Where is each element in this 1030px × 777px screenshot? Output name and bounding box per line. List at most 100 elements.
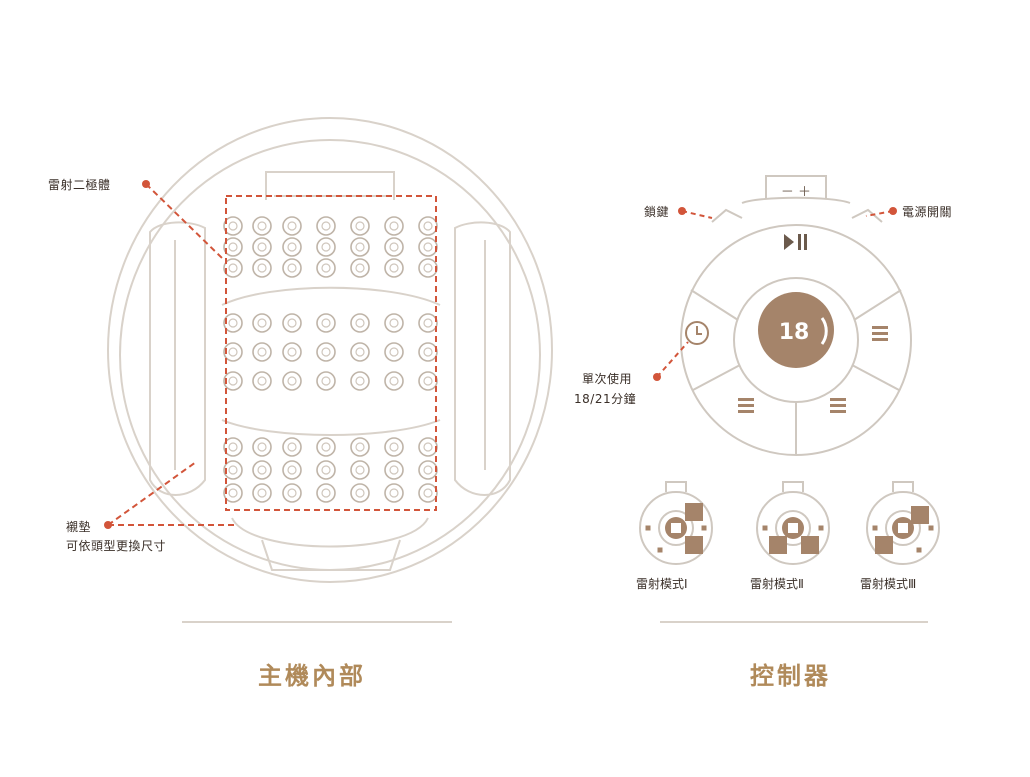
laser-diode-core — [321, 221, 331, 231]
laser-diode — [252, 483, 272, 503]
laser-diode — [316, 342, 336, 362]
mini-segment-dot — [928, 525, 934, 531]
laser-diode-core — [389, 376, 399, 386]
laser-diode — [384, 313, 404, 333]
laser-diode — [350, 483, 370, 503]
mini-active-segment — [875, 536, 893, 554]
laser-diode-core — [389, 442, 399, 452]
laser-diode-core — [423, 347, 433, 357]
mini-active-segment — [801, 536, 819, 554]
laser-diode — [384, 371, 404, 391]
play-pause-icon[interactable] — [784, 234, 807, 250]
mini-top-tab — [665, 481, 687, 492]
laser-diode — [418, 483, 438, 503]
mode-bars-icon[interactable] — [830, 398, 846, 413]
laser-diode-core — [423, 221, 433, 231]
mode-bars-icon[interactable] — [872, 326, 888, 341]
laser-diode — [223, 313, 243, 333]
laser-diode — [384, 483, 404, 503]
laser-diode — [418, 237, 438, 257]
laser-diode-core — [257, 465, 267, 475]
laser-diode-core — [228, 263, 238, 273]
callout-power: 電源開關 — [902, 205, 953, 219]
laser-diode — [282, 437, 302, 457]
laser-diode-core — [389, 488, 399, 498]
laser-diode — [252, 342, 272, 362]
laser-diode-core — [321, 376, 331, 386]
laser-diode — [252, 437, 272, 457]
mode-label-3: 雷射模式Ⅲ — [860, 577, 917, 591]
laser-diode — [282, 483, 302, 503]
laser-diode — [223, 237, 243, 257]
laser-diode — [282, 342, 302, 362]
mini-outer-ring — [639, 491, 713, 565]
laser-diode-core — [321, 263, 331, 273]
mini-segment-dot — [689, 547, 695, 553]
laser-diode-core — [257, 318, 267, 328]
mini-inner-ring — [885, 510, 921, 546]
callout-lines-right — [656, 210, 894, 378]
laser-diode — [282, 371, 302, 391]
callout-lock: 鎖鍵 — [644, 205, 670, 219]
laser-diode-core — [423, 465, 433, 475]
laser-diode-core — [321, 488, 331, 498]
callout-session-line1: 單次使用 — [582, 372, 633, 386]
laser-diode-core — [287, 488, 297, 498]
mini-segment-dot — [916, 547, 922, 553]
mini-segment-dot — [645, 525, 651, 531]
mini-segment-dot — [657, 547, 663, 553]
callout-laser-diode: 雷射二極體 — [48, 178, 111, 192]
laser-diode — [316, 460, 336, 480]
mini-segment-dot — [872, 525, 878, 531]
laser-diode-core — [423, 263, 433, 273]
laser-diode — [316, 216, 336, 236]
laser-diode-core — [389, 221, 399, 231]
laser-diode — [316, 313, 336, 333]
mini-top-tab — [892, 481, 914, 492]
laser-diode-core — [355, 376, 365, 386]
laser-diode — [282, 258, 302, 278]
laser-diode — [252, 371, 272, 391]
laser-diode-core — [228, 442, 238, 452]
laser-diode-core — [423, 242, 433, 252]
callout-pad-line1: 襯墊 — [66, 520, 92, 534]
laser-diode — [350, 258, 370, 278]
laser-diode-core — [287, 376, 297, 386]
caption-controller: 控制器 — [750, 662, 831, 690]
laser-diode-core — [321, 442, 331, 452]
laser-diode — [282, 216, 302, 236]
laser-diode — [350, 237, 370, 257]
laser-diode-core — [423, 376, 433, 386]
mini-controller-mode-1 — [639, 481, 713, 565]
mode-label-2: 雷射模式Ⅱ — [750, 577, 804, 591]
laser-diode-core — [389, 465, 399, 475]
mini-active-segment — [685, 503, 703, 521]
center-display-button[interactable] — [758, 292, 834, 368]
laser-diode — [384, 460, 404, 480]
laser-diode — [418, 460, 438, 480]
laser-diode-core — [355, 488, 365, 498]
laser-diode-core — [287, 465, 297, 475]
mini-segment-dot — [774, 547, 780, 553]
laser-diode — [384, 216, 404, 236]
mini-center-mark — [788, 523, 798, 533]
laser-diode-core — [423, 488, 433, 498]
laser-diode-core — [389, 263, 399, 273]
laser-diode-core — [228, 465, 238, 475]
laser-diode-core — [228, 488, 238, 498]
callout-session-line2: 18/21分鐘 — [574, 392, 637, 406]
mini-controller-mode-3 — [866, 481, 940, 565]
mode-bars-icon[interactable] — [738, 398, 754, 413]
clock-icon[interactable] — [685, 321, 709, 345]
laser-diode — [223, 342, 243, 362]
laser-diode — [384, 237, 404, 257]
laser-diode — [252, 258, 272, 278]
laser-diode — [223, 460, 243, 480]
laser-diode-core — [287, 221, 297, 231]
laser-diode-core — [228, 347, 238, 357]
callout-pad-line2: 可依頭型更換尺寸 — [66, 539, 167, 553]
laser-diode — [350, 460, 370, 480]
laser-diode — [223, 483, 243, 503]
laser-diode-core — [228, 221, 238, 231]
callout-lines-left — [107, 183, 238, 526]
